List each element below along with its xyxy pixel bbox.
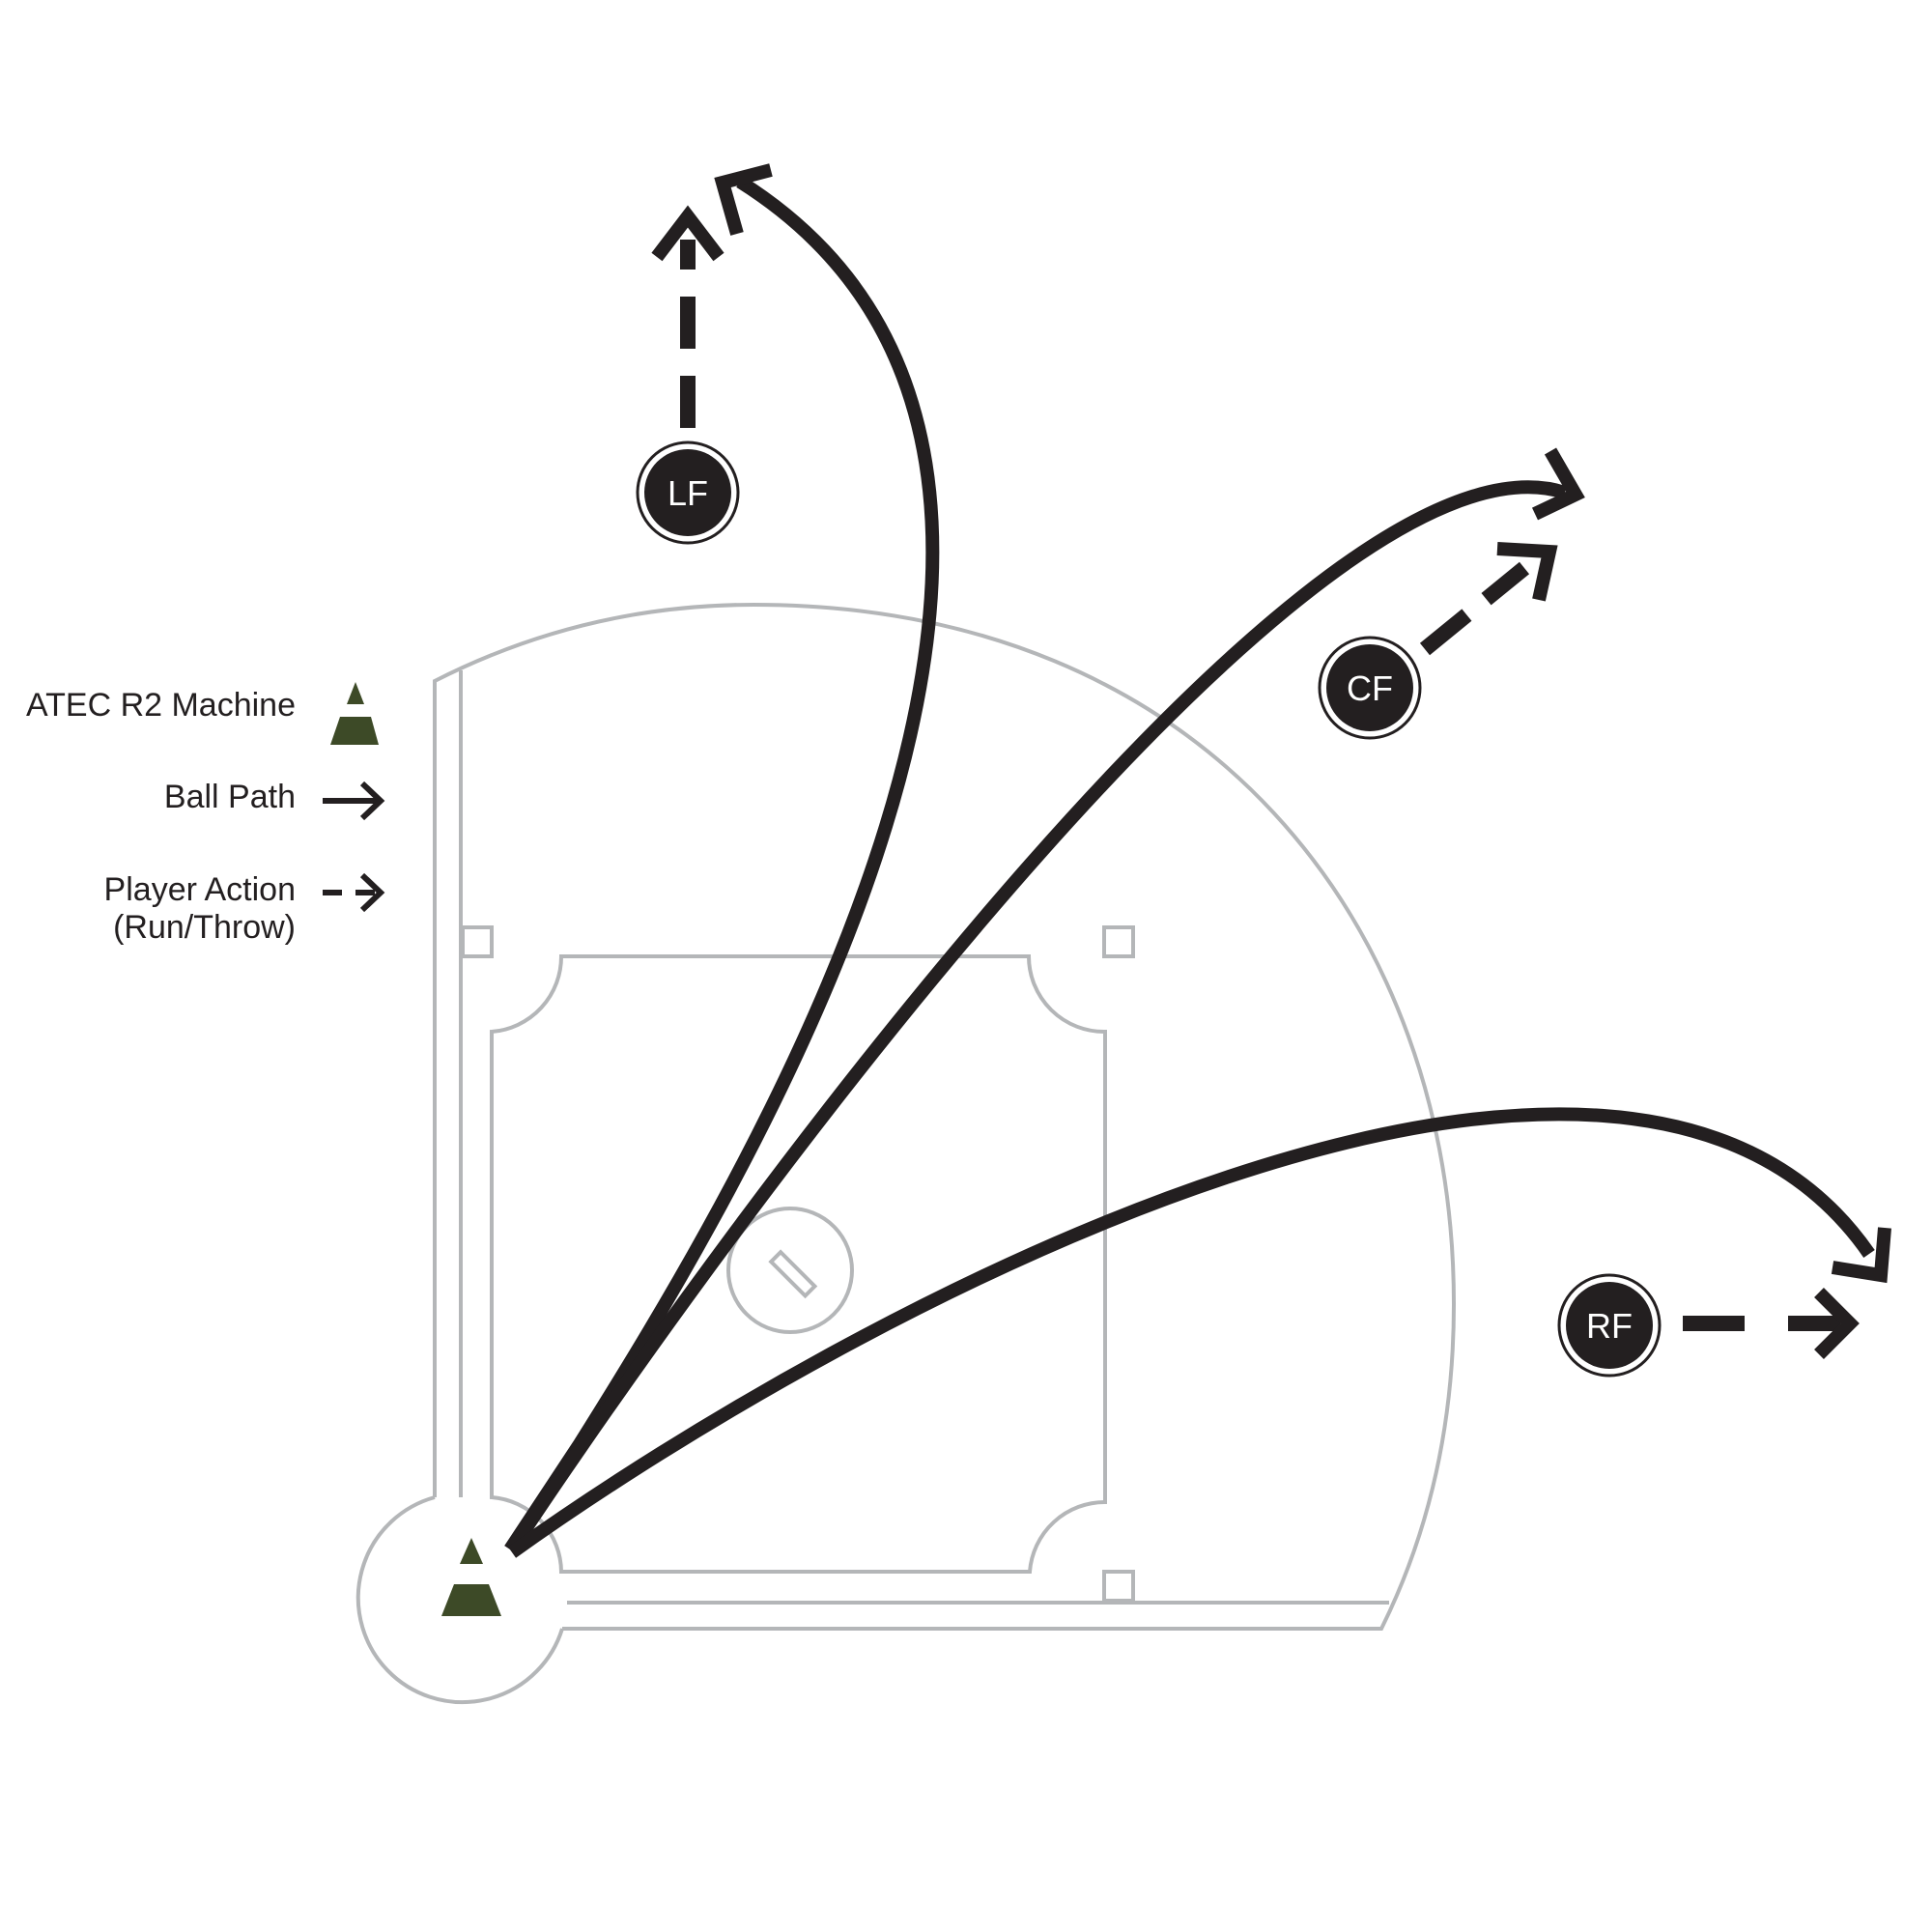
ball-paths	[504, 163, 1891, 1558]
rf-action-arrowhead	[1814, 1288, 1860, 1359]
legend-ball-path-label: Ball Path	[163, 779, 296, 815]
player-lf-label: LF	[668, 473, 708, 513]
cf-action-dash	[1419, 561, 1530, 656]
ball-path-rf-arrowhead	[1831, 1227, 1891, 1284]
player-lf: LF	[636, 440, 740, 545]
ball-path-rf	[507, 1107, 1875, 1558]
field	[355, 602, 1457, 1705]
solid-arrow-icon	[323, 781, 385, 821]
ball-path-cf-arrowhead	[1531, 447, 1585, 521]
player-rf: RF	[1557, 1273, 1662, 1378]
ball-path-lf-arrowhead	[714, 163, 773, 236]
lf-action-arrowhead	[651, 205, 724, 262]
legend-machine-label: ATEC R2 Machine	[25, 687, 296, 724]
player-cf: CF	[1318, 636, 1422, 740]
third-base	[461, 925, 494, 958]
legend-player-action-sub: (Run/Throw)	[113, 909, 296, 946]
ball-path-cf	[506, 480, 1568, 1553]
player-actions	[651, 205, 1860, 1359]
second-base	[1102, 925, 1135, 958]
legend-player-action-label: Player Action	[103, 871, 296, 908]
ball-path-lf	[504, 176, 940, 1553]
pitchers-mound	[726, 1207, 854, 1334]
machine-icon-home	[441, 1538, 501, 1616]
infield-outline	[490, 954, 1107, 1574]
player-rf-label: RF	[1586, 1306, 1633, 1346]
player-cf-label: CF	[1347, 668, 1393, 708]
pitchers-rubber	[768, 1249, 818, 1299]
home-plate-circle	[355, 1495, 564, 1705]
dashed-arrow-icon	[323, 872, 385, 913]
cf-action-arrowhead	[1496, 542, 1558, 602]
triangle-machine-icon	[330, 682, 379, 745]
first-base	[1102, 1570, 1135, 1603]
outfield-boundary	[433, 602, 1457, 1631]
